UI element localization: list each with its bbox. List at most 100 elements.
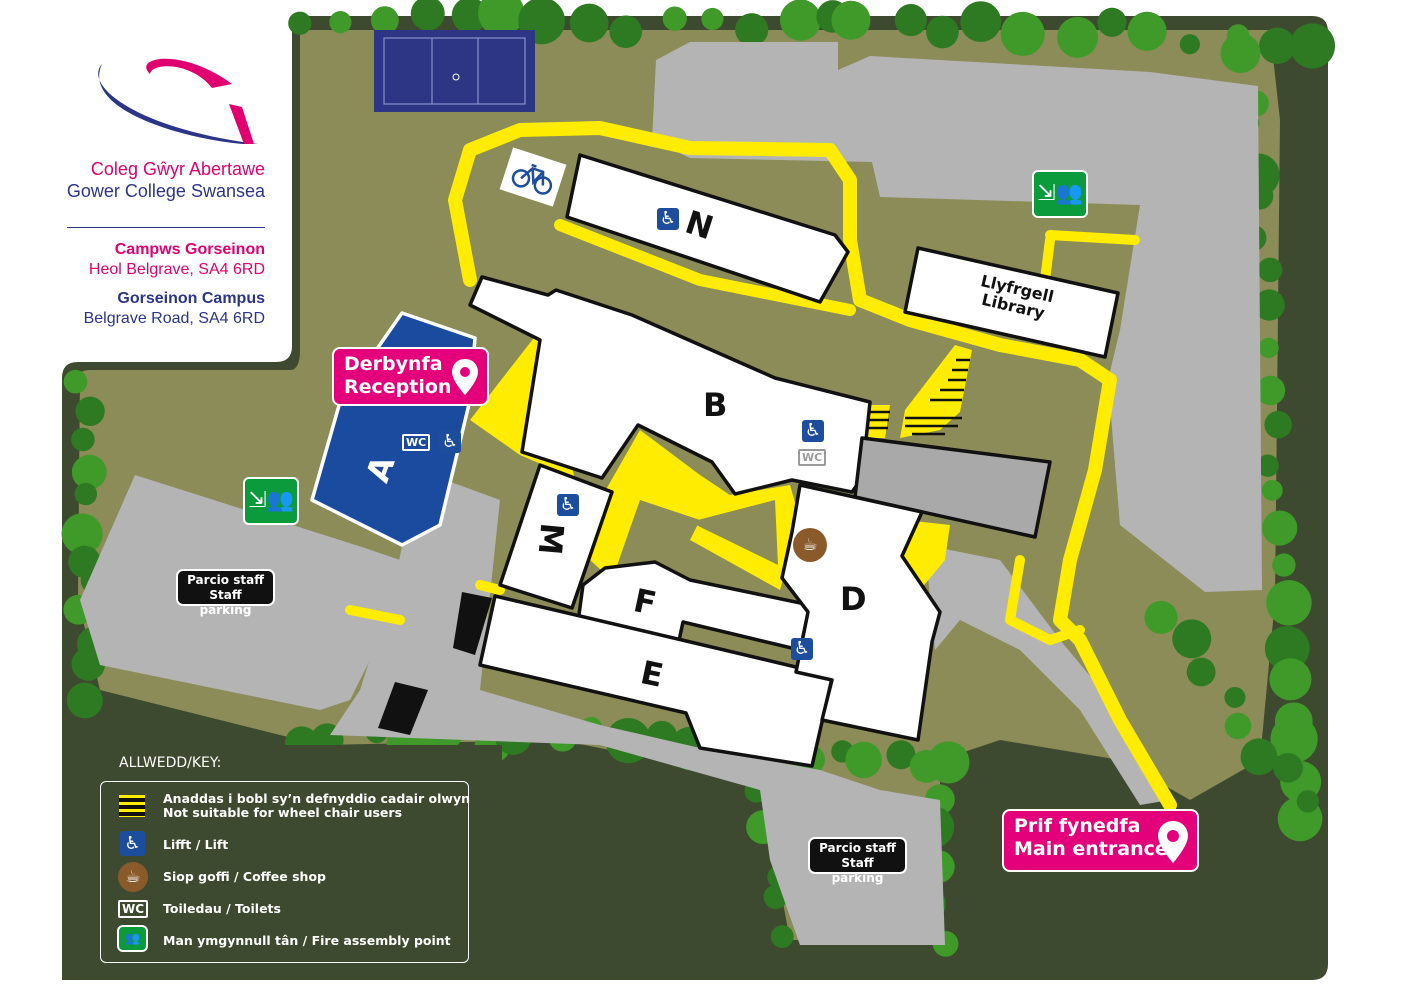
tree [1000, 11, 1045, 56]
building-b-label: B [703, 386, 728, 424]
tree [1266, 580, 1312, 626]
key-not-suitable-welsh: Anaddas i bobl sy’n defnyddio cadair olw… [163, 791, 471, 806]
lift-icon: ♿ [557, 494, 579, 516]
lift-icon: ♿ [439, 431, 461, 453]
tree [1253, 289, 1285, 321]
wc-icon: WC [402, 434, 431, 451]
staff-parking-welsh: Parcio staff [819, 841, 896, 855]
tree [329, 11, 352, 34]
coffee-icon: ☕ [793, 528, 827, 562]
campus-name-welsh: Campws Gorseinon [114, 241, 265, 258]
tree [735, 13, 769, 47]
tree [288, 11, 312, 35]
map-key: Anaddas i bobl sy’n defnyddio cadair olw… [100, 781, 470, 963]
key-title: ALLWEDD/KEY: [119, 755, 222, 771]
tree [960, 1, 1002, 43]
reception-label-welsh: Derbynfa [344, 353, 443, 375]
main-entrance-marker[interactable]: Prif fynedfa Main entrance [1002, 809, 1199, 872]
lift-icon: ♿ [120, 831, 145, 856]
tree [609, 15, 642, 48]
key-not-suitable-english: Not suitable for wheel chair users [163, 805, 403, 820]
tree [75, 396, 105, 426]
tree [1264, 625, 1310, 671]
tree [1186, 657, 1216, 687]
tree [1257, 257, 1283, 283]
footpath [554, 219, 856, 316]
tree [71, 454, 107, 490]
tree [1256, 454, 1279, 477]
tree [1057, 16, 1099, 58]
tree [1179, 34, 1200, 55]
reception-marker[interactable]: Derbynfa Reception [332, 347, 489, 406]
college-logo [98, 58, 258, 144]
footpath [1040, 230, 1140, 285]
tree [1097, 7, 1127, 37]
tree [1264, 410, 1292, 439]
address-english: Belgrave Road, SA4 6RD [83, 310, 265, 327]
key-item-not-suitable: Anaddas i bobl sy’n defnyddio cadair olw… [163, 792, 470, 820]
court-lines [383, 37, 526, 105]
tree [1127, 11, 1167, 51]
tree [1144, 600, 1178, 634]
tree [71, 427, 95, 452]
tree [569, 3, 609, 43]
tree [909, 749, 943, 783]
tree [370, 6, 399, 35]
staff-parking-welsh: Parcio staff [187, 573, 264, 587]
hazard-lines [866, 358, 970, 436]
tree [1269, 658, 1312, 701]
tree [662, 6, 687, 31]
key-item-lift: Lifft / Lift [163, 837, 229, 852]
hazard-area [865, 345, 972, 438]
logo-pink-stroke [229, 104, 254, 144]
tree [1289, 23, 1336, 69]
tree [701, 7, 724, 31]
tree [1224, 712, 1252, 740]
bicycle-wheel [533, 176, 553, 195]
staff-parking-english: Staff parking [831, 856, 884, 885]
tree [410, 0, 445, 31]
tree [1272, 553, 1296, 577]
tree [1296, 790, 1320, 813]
building-e [478, 594, 834, 768]
covered-walkway [453, 592, 492, 655]
wc-icon: WC [798, 449, 827, 466]
tree [1273, 753, 1303, 783]
campus-name-english: Gorseinon Campus [117, 290, 265, 307]
tree [478, 0, 525, 37]
tree [770, 925, 794, 948]
address-welsh: Heol Belgrave, SA4 6RD [88, 261, 265, 278]
tree [926, 15, 959, 49]
bicycle-icon [520, 163, 545, 186]
tree [451, 0, 488, 33]
annex-building [853, 436, 1052, 539]
building-m-label: M [530, 521, 572, 557]
tree [1240, 738, 1278, 776]
main-entrance-label-welsh: Prif fynedfa [1014, 815, 1141, 837]
tree [845, 741, 882, 779]
lift-icon: ♿ [802, 420, 824, 442]
location-pin-icon [1158, 821, 1188, 863]
tree [1259, 27, 1296, 65]
fire-assembly-icon: ⇲👥 [243, 477, 299, 525]
tree [1255, 375, 1286, 406]
logo-divider [67, 227, 265, 228]
footpath [345, 580, 505, 625]
east-road [925, 545, 1170, 805]
hazard-stripes-icon [119, 795, 145, 817]
footpath [1005, 555, 1085, 645]
location-pin-icon [452, 359, 478, 395]
tree [1224, 686, 1246, 708]
covered-walkway [378, 682, 428, 735]
tree [1220, 33, 1261, 73]
staff-parking-south-label: Parcio staff Staff parking [808, 837, 907, 885]
wc-icon: WC [118, 900, 149, 918]
reception-label-english: Reception [344, 376, 452, 398]
court-centre [452, 73, 460, 81]
staff-parking-english: Staff parking [199, 588, 252, 617]
tree [71, 647, 106, 681]
tree [779, 0, 822, 41]
tree [63, 369, 88, 394]
tree [74, 482, 98, 506]
